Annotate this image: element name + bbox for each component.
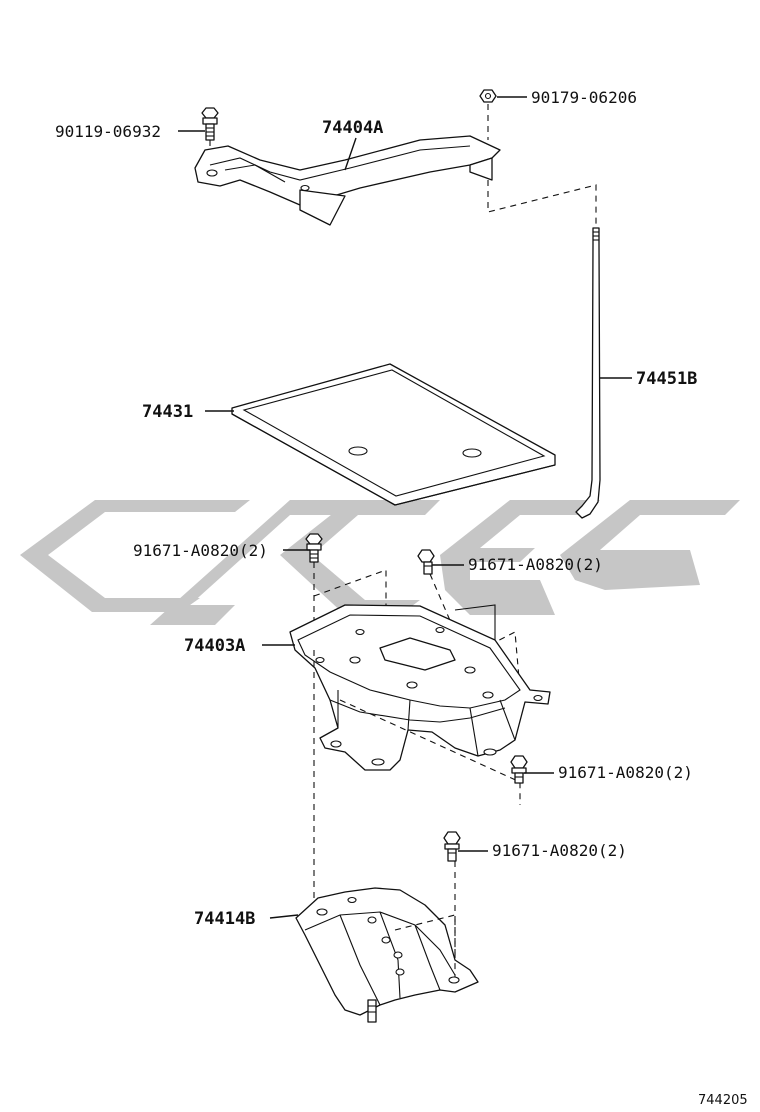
watermark-logo (20, 500, 740, 625)
clamp-rod-guide (487, 180, 597, 225)
bolt-91671-upper-left (305, 533, 323, 625)
battery-tray-74431 (231, 363, 556, 506)
callout-c1: 90119-06932 (55, 122, 161, 141)
callout-c10: 91671-A0820(2) (492, 841, 627, 860)
battery-carrier-74403A (289, 604, 551, 771)
bolt-90119-06932 (201, 107, 219, 160)
leader-c11 (269, 914, 299, 919)
callout-c7: 91671-A0820(2) (468, 555, 603, 574)
callout-c2: 74404A (322, 118, 383, 138)
callout-c6: 91671-A0820(2) (133, 541, 268, 560)
callout-c5: 74431 (142, 402, 193, 422)
support-bracket-74414B (295, 887, 479, 1023)
callout-c8: 74403A (184, 636, 245, 656)
callout-c4: 74451B (636, 369, 697, 389)
figure-number: 744205 (698, 1093, 748, 1108)
carrier-guide-top (313, 569, 387, 610)
hold-down-rod-74451B (575, 227, 601, 519)
leader-c2 (344, 137, 357, 171)
nut-90179-06206 (479, 89, 497, 140)
callout-c11: 74414B (194, 909, 255, 929)
carrier-guide-lower (339, 699, 521, 805)
bolt-91671-upper-right (417, 549, 481, 691)
bolt-91671-middle-right (510, 755, 528, 784)
hold-down-clamp-74404A (194, 135, 501, 226)
callout-c9: 91671-A0820(2) (558, 763, 693, 782)
callout-c3: 90179-06206 (531, 88, 637, 107)
